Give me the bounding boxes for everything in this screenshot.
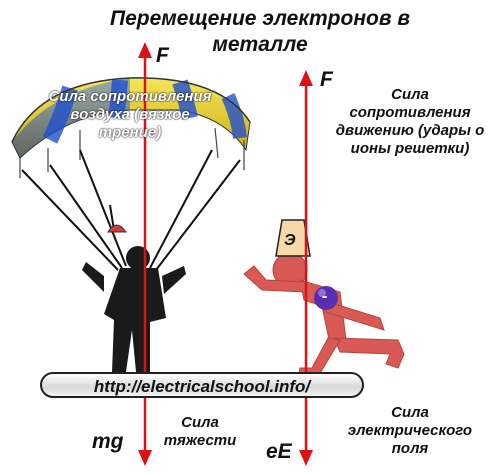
weight-marker-label: Э	[284, 232, 296, 249]
air-resistance-label: Сила сопротивления воздуха (вязкое трени…	[48, 88, 212, 141]
diagram-title: Перемещение электронов в металле	[109, 7, 411, 56]
electric-force-symbol: eE	[266, 440, 292, 463]
pilot-chute	[107, 224, 127, 233]
running-figure	[243, 252, 405, 381]
parachutist	[82, 246, 186, 372]
force-label-left: F	[156, 44, 169, 67]
gravity-symbol: mg	[92, 430, 124, 453]
source-url[interactable]: http://electricalschool.info/	[40, 372, 364, 398]
parachute-lines	[21, 149, 241, 271]
weight-marker	[275, 219, 311, 257]
electric-force-label: Сила электрического поля	[347, 404, 473, 457]
electron-ball	[314, 286, 338, 310]
parachute-canopy	[11, 77, 251, 178]
force-label-right: F	[320, 68, 333, 91]
gravity-label: Сила тяжести	[163, 414, 237, 449]
electron-sign: -	[322, 288, 328, 305]
motion-resistance-label: Сила сопротивления движению (удары о ион…	[335, 86, 485, 157]
